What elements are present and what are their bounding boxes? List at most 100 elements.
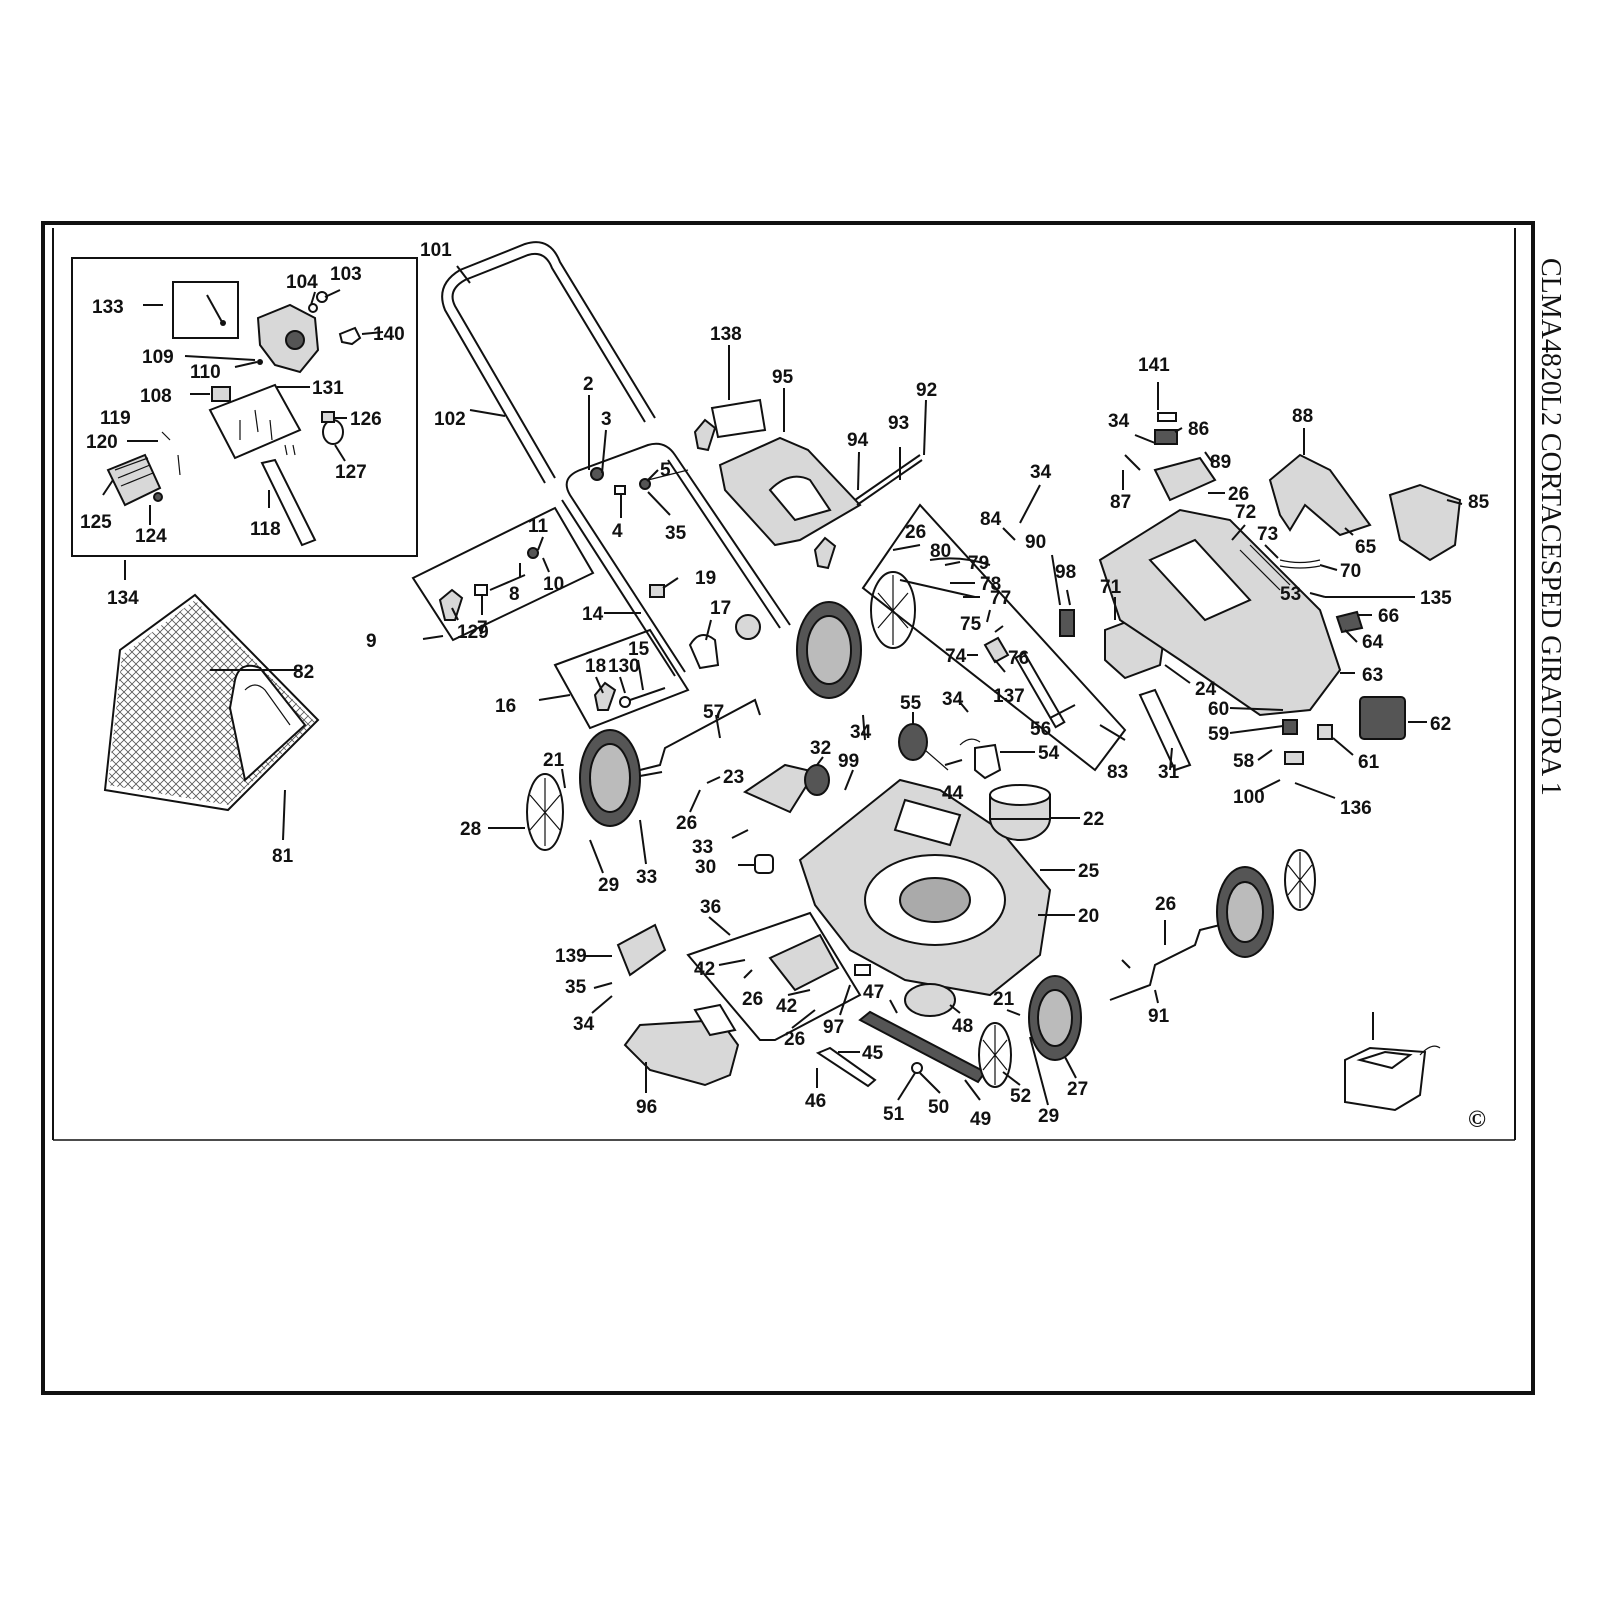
label-80: 78 [980, 574, 1001, 595]
label-36: 139 [555, 946, 587, 967]
label-15: 82 [293, 662, 314, 683]
label-137: 83 [1107, 762, 1128, 783]
label-24: 57 [703, 702, 724, 723]
label-141: 141 [1138, 355, 1170, 376]
label-44: 20 [1078, 906, 1099, 927]
label-34-b: 34 [1030, 462, 1052, 483]
label-119: 119 [100, 408, 131, 429]
label-84: 98 [1055, 562, 1076, 583]
label-51: 27 [1067, 1079, 1088, 1100]
label-130: 16 [495, 696, 516, 717]
label-26-c: 26 [905, 522, 926, 543]
label-64: 63 [1362, 665, 1383, 686]
label-26-b: 65 [1355, 537, 1377, 558]
label-10: 8 [509, 584, 520, 605]
label-77: 76 [1008, 648, 1029, 669]
label-35-b: 35 [565, 977, 587, 998]
inset-box [71, 257, 418, 557]
box-132 [686, 911, 862, 1041]
label-30-b: 42 [776, 996, 797, 1017]
label-79: 77 [990, 588, 1011, 609]
label-92: 92 [916, 380, 937, 401]
label-75: 74 [945, 646, 967, 667]
label-53: 135 [1420, 588, 1452, 609]
lower-handle [565, 442, 791, 673]
label-30-a: 42 [694, 959, 715, 980]
label-22-b: 21 [993, 989, 1015, 1010]
label-34-e: 34 [573, 1014, 595, 1035]
label-85: 85 [1468, 492, 1490, 513]
label-34-a: 34 [1108, 411, 1130, 432]
label-52: 91 [1148, 1006, 1170, 1027]
label-21-b: 29 [1038, 1106, 1059, 1127]
label-47: 49 [970, 1109, 991, 1130]
label-124: 124 [135, 526, 167, 547]
label-132: 36 [700, 897, 721, 918]
label-72: 72 [1235, 502, 1256, 523]
label-82: 80 [930, 541, 951, 562]
box-137 [861, 503, 1127, 772]
label-99: 30 [695, 857, 716, 878]
grip-88 [1268, 453, 1372, 537]
label-109: 109 [142, 347, 174, 368]
label-87: 87 [1110, 492, 1131, 513]
label-94: 94 [847, 430, 869, 451]
label-14: 19 [695, 568, 716, 589]
label-11-a: 10 [543, 574, 564, 595]
fan-45 [904, 983, 956, 1017]
label-71: 31 [1158, 762, 1180, 783]
label-76: 137 [993, 686, 1025, 707]
label-33: 99 [838, 751, 859, 772]
label-54: 25 [1078, 861, 1100, 882]
label-134: 134 [107, 588, 139, 609]
label-90: 71 [1100, 577, 1122, 598]
label-8: 7 [477, 618, 488, 639]
mulch-plug [623, 1018, 740, 1087]
inset-131-box [208, 383, 302, 460]
upper-handle [441, 241, 656, 484]
outer-frame [41, 221, 1535, 1395]
label-16: 81 [272, 846, 294, 867]
label-4: 4 [612, 521, 623, 542]
label-131: 131 [312, 378, 344, 399]
label-42: 96 [636, 1097, 657, 1118]
label-11-b: 130 [608, 656, 640, 677]
label-29: 32 [810, 738, 831, 759]
label-55: 22 [1083, 809, 1104, 830]
label-133: 133 [92, 297, 124, 318]
label-48: 50 [928, 1097, 949, 1118]
label-21-a: 29 [598, 875, 619, 896]
box-129 [411, 506, 595, 642]
label-32: 44 [942, 783, 964, 804]
label-66: 64 [1362, 632, 1384, 653]
label-100: 136 [1340, 798, 1372, 819]
label-61: 60 [1208, 699, 1229, 720]
label-26-g: 26 [1155, 894, 1176, 915]
label-88: 88 [1292, 406, 1313, 427]
label-57: 54 [1038, 743, 1060, 764]
label-125: 125 [80, 512, 112, 533]
label-118: 118 [250, 519, 281, 540]
label-46: 47 [863, 982, 884, 1003]
label-95: 95 [772, 367, 794, 388]
label-26-e: 26 [742, 989, 763, 1010]
label-7: 129 [457, 622, 489, 643]
label-102: 102 [434, 409, 466, 430]
part-labels: 101 102 104 103 133 140 109 110 108 131 … [80, 240, 1490, 1130]
label-31: 55 [900, 693, 922, 714]
label-101: 101 [420, 240, 452, 261]
inset-133-box [172, 281, 239, 339]
label-26-f: 26 [784, 1029, 805, 1050]
label-81: 79 [968, 553, 989, 574]
label-78: 75 [960, 614, 982, 635]
label-19: 17 [710, 598, 731, 619]
label-135: 66 [1378, 606, 1399, 627]
label-45: 48 [952, 1016, 973, 1037]
label-34-c: 34 [942, 689, 964, 710]
label-73: 73 [1257, 524, 1278, 545]
label-97: 45 [862, 1043, 884, 1064]
label-129: 9 [366, 631, 377, 652]
label-28: 33 [692, 837, 713, 858]
label-2: 2 [583, 374, 594, 395]
